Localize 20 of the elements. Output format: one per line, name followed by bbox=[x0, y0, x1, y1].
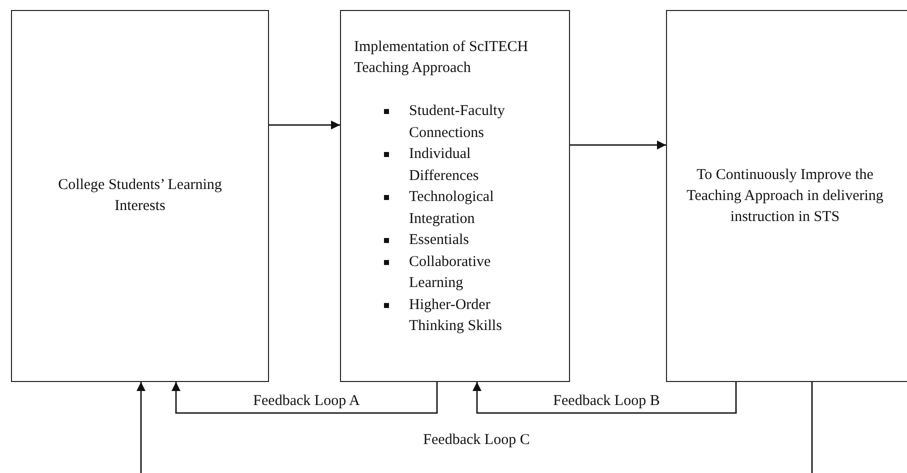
bullet-item: Collaborative Learning bbox=[354, 252, 534, 294]
bullet-item: Individual Differences bbox=[354, 144, 534, 187]
edge-label: Feedback Loop A bbox=[251, 392, 362, 410]
box-text: College Students’ Learning Interests bbox=[57, 176, 223, 216]
arrow bbox=[472, 382, 737, 414]
arrow bbox=[172, 382, 438, 414]
process-box bbox=[340, 10, 570, 382]
edge-label: Feedback Loop C bbox=[421, 431, 532, 449]
process-box bbox=[666, 10, 907, 382]
arrow bbox=[269, 120, 340, 130]
bullet-item: Essentials bbox=[354, 230, 534, 252]
arrow bbox=[136, 382, 813, 473]
box-heading: Implementation of ScITECH Teaching Approach bbox=[354, 38, 530, 78]
bullet-item: Technological Integration bbox=[354, 187, 534, 230]
edge-label: Feedback Loop B bbox=[551, 392, 662, 410]
arrow bbox=[570, 140, 666, 150]
box-text: To Continuously Improve the Teaching Approach in delivering instruction in STS bbox=[686, 166, 884, 226]
bullet-item: Higher-Order Thinking Skills bbox=[354, 294, 534, 338]
process-box bbox=[11, 10, 269, 382]
bullet-item: Student-Faculty Connections bbox=[354, 101, 534, 144]
